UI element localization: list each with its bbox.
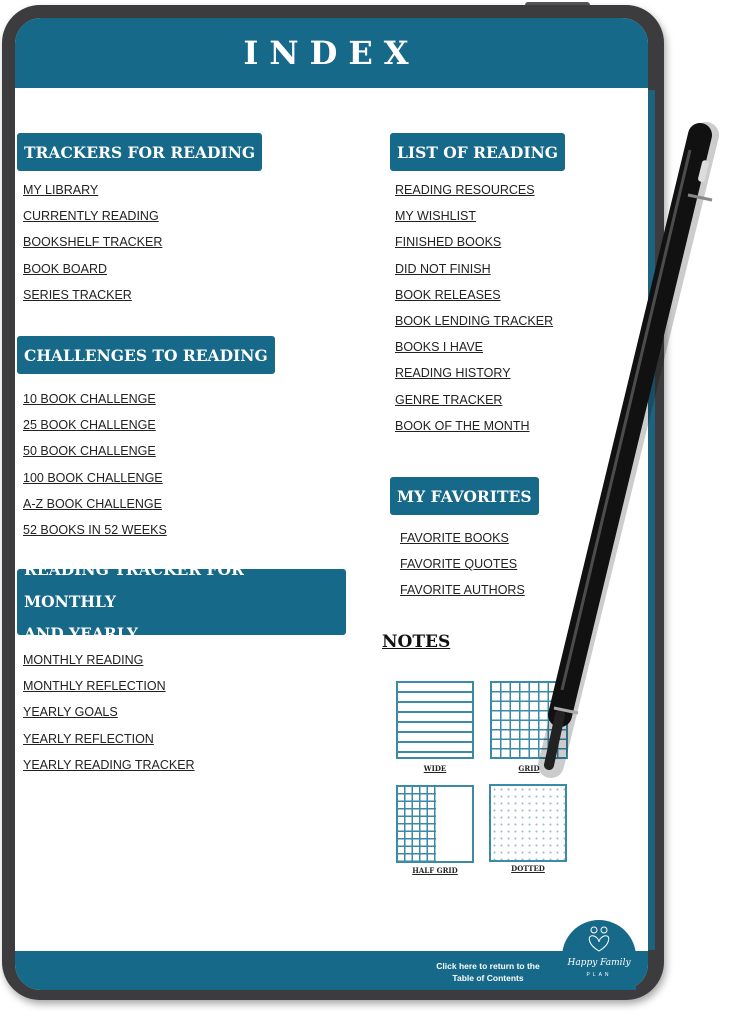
header: INDEX (15, 18, 648, 88)
list-item[interactable]: 52 BOOKS IN 52 WEEKS (23, 522, 167, 537)
list-item[interactable]: BOOK LENDING TRACKER (395, 313, 554, 328)
list-item[interactable]: MONTHLY READING (23, 653, 144, 667)
list-item[interactable]: MY WISHLIST (395, 209, 477, 224)
list-item[interactable]: GENRE TRACKER (395, 392, 503, 407)
section-title-line: AND YEARLY (24, 624, 138, 643)
list-item[interactable]: SERIES TRACKER (23, 287, 132, 302)
list-item[interactable]: 25 BOOK CHALLENGE (23, 418, 156, 433)
grid-template[interactable] (490, 681, 568, 759)
half-grid-template[interactable] (396, 785, 474, 863)
list-item[interactable]: YEARLY GOALS (23, 705, 118, 720)
list-item[interactable]: FAVORITE AUTHORS (400, 583, 525, 598)
logo: Happy Family PLAN (562, 920, 636, 990)
list-item[interactable]: 100 BOOK CHALLENGE (23, 470, 163, 485)
template-label: GRID (518, 764, 540, 773)
return-to-toc-link[interactable]: Click here to return to the Table of Con… (428, 960, 548, 984)
list-item[interactable]: BOOK OF THE MONTH (395, 418, 530, 433)
link-line: Click here to return to the (436, 961, 540, 971)
dotted-template[interactable] (489, 784, 567, 862)
logo-sub: PLAN (586, 972, 612, 978)
section-trackers[interactable]: TRACKERS FOR READING (17, 133, 263, 171)
list-item[interactable]: MY LIBRARY (23, 183, 99, 197)
list-item[interactable]: BOOKSHELF TRACKER (23, 235, 163, 250)
heart-family-icon (588, 926, 610, 952)
template-label: HALF GRID (412, 866, 458, 875)
challenges-list: 10 BOOK CHALLENGE 25 BOOK CHALLENGE 50 B… (23, 390, 167, 547)
template-label: DOTTED (511, 864, 545, 873)
list-item[interactable]: YEARLY READING TRACKER (23, 757, 195, 772)
list-item[interactable]: MONTHLY REFLECTION (23, 679, 166, 694)
list-item[interactable]: A-Z BOOK CHALLENGE (23, 496, 162, 511)
list-item[interactable]: READING RESOURCES (395, 183, 535, 197)
favorites-list: FAVORITE BOOKS FAVORITE QUOTES FAVORITE … (400, 529, 525, 608)
list-item[interactable]: BOOK RELEASES (395, 287, 501, 302)
list-item[interactable]: BOOKS I HAVE (395, 340, 483, 355)
list-item[interactable]: FAVORITE QUOTES (400, 557, 518, 572)
list-item[interactable]: DID NOT FINISH (395, 261, 491, 276)
list-item[interactable]: READING HISTORY (395, 366, 511, 381)
list-item[interactable]: 10 BOOK CHALLENGE (23, 392, 156, 406)
monthly-list: MONTHLY READING MONTHLY REFLECTION YEARL… (23, 651, 195, 782)
list-item[interactable]: BOOK BOARD (23, 261, 108, 276)
link-line: Table of Contents (452, 973, 524, 983)
section-favorites[interactable]: MY FAVORITES (390, 477, 539, 515)
section-monthly[interactable]: READING TRACKER FOR MONTHLY AND YEARLY (17, 560, 346, 643)
list-item[interactable]: 50 BOOK CHALLENGE (23, 444, 156, 459)
wide-template[interactable] (396, 681, 474, 759)
template-label: WIDE (423, 764, 447, 773)
trackers-list: MY LIBRARY CURRENTLY READING BOOKSHELF T… (23, 181, 162, 312)
page-title: INDEX (243, 34, 420, 72)
section-title-line: READING TRACKER FOR MONTHLY (24, 560, 244, 611)
list-item[interactable]: CURRENTLY READING (23, 209, 159, 224)
footer-bar (15, 951, 648, 990)
section-list[interactable]: LIST OF READING (390, 133, 565, 171)
list-item[interactable]: FINISHED BOOKS (395, 235, 502, 250)
list-item[interactable]: YEARLY REFLECTION (23, 731, 154, 746)
notes-title: NOTES (382, 632, 451, 652)
list-item[interactable]: FAVORITE BOOKS (400, 531, 509, 545)
logo-script: Happy Family (567, 958, 631, 968)
reading-list: READING RESOURCES MY WISHLIST FINISHED B… (395, 181, 553, 443)
section-challenges[interactable]: CHALLENGES TO READING (17, 336, 275, 374)
